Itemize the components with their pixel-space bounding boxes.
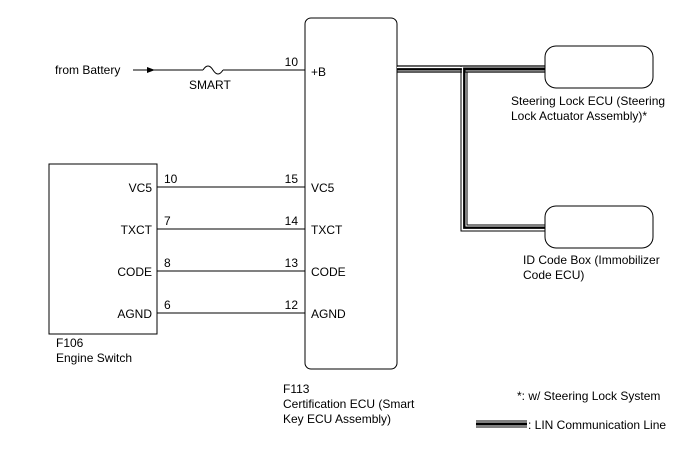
steering-lock-note: *: w/ Steering Lock System bbox=[517, 389, 660, 403]
switch-pin-label-agnd: AGND bbox=[117, 307, 152, 321]
ecu-pin-label-vc5: VC5 bbox=[311, 181, 335, 195]
switch-terminal-7: 7 bbox=[164, 214, 171, 228]
ecu-pin-label-txct: TXCT bbox=[311, 223, 343, 237]
id-code-box-line1: ID Code Box (Immobilizer bbox=[523, 253, 660, 267]
fuse-label: SMART bbox=[189, 78, 231, 92]
steering-lock-ecu-line1: Steering Lock ECU (Steering bbox=[511, 94, 665, 108]
certification-ecu-box bbox=[304, 17, 398, 370]
id-code-box bbox=[544, 205, 654, 249]
ecu-terminal-12: 12 bbox=[285, 298, 299, 312]
switch-terminal-6: 6 bbox=[164, 298, 171, 312]
battery-arrow-icon bbox=[147, 67, 155, 73]
ecu-pin-label-code: CODE bbox=[311, 265, 346, 279]
engine-switch-name: Engine Switch bbox=[56, 351, 132, 365]
ecu-pin-label-b: +B bbox=[311, 65, 326, 79]
ecu-code: F113 bbox=[283, 382, 310, 396]
battery-label: from Battery bbox=[55, 63, 120, 77]
lin-legend-label: : LIN Communication Line bbox=[528, 418, 666, 432]
engine-switch-box bbox=[48, 163, 158, 335]
ecu-terminal-13: 13 bbox=[285, 256, 299, 270]
ecu-pin-label-agnd: AGND bbox=[311, 307, 346, 321]
lin-bus bbox=[397, 65, 545, 232]
steering-lock-ecu-line2: Lock Actuator Assembly)* bbox=[511, 109, 647, 123]
switch-pin-label-code: CODE bbox=[117, 265, 152, 279]
ecu-terminal-14: 14 bbox=[285, 214, 299, 228]
switch-pin-label-vc5: VC5 bbox=[129, 181, 153, 195]
ecu-terminal-10: 10 bbox=[285, 55, 299, 69]
ecu-name-line1: Certification ECU (Smart bbox=[283, 397, 415, 411]
switch-terminal-10: 10 bbox=[164, 172, 178, 186]
switch-terminal-8: 8 bbox=[164, 256, 171, 270]
id-code-box-line2: Code ECU) bbox=[523, 268, 584, 282]
fuse-icon bbox=[202, 65, 224, 75]
ecu-name-line2: Key ECU Assembly) bbox=[283, 412, 391, 426]
lin-legend-symbol bbox=[476, 420, 527, 428]
engine-switch-code: F106 bbox=[56, 336, 84, 350]
steering-lock-ecu-box bbox=[544, 45, 654, 89]
ecu-terminal-15: 15 bbox=[285, 172, 299, 186]
switch-pin-label-txct: TXCT bbox=[121, 223, 153, 237]
